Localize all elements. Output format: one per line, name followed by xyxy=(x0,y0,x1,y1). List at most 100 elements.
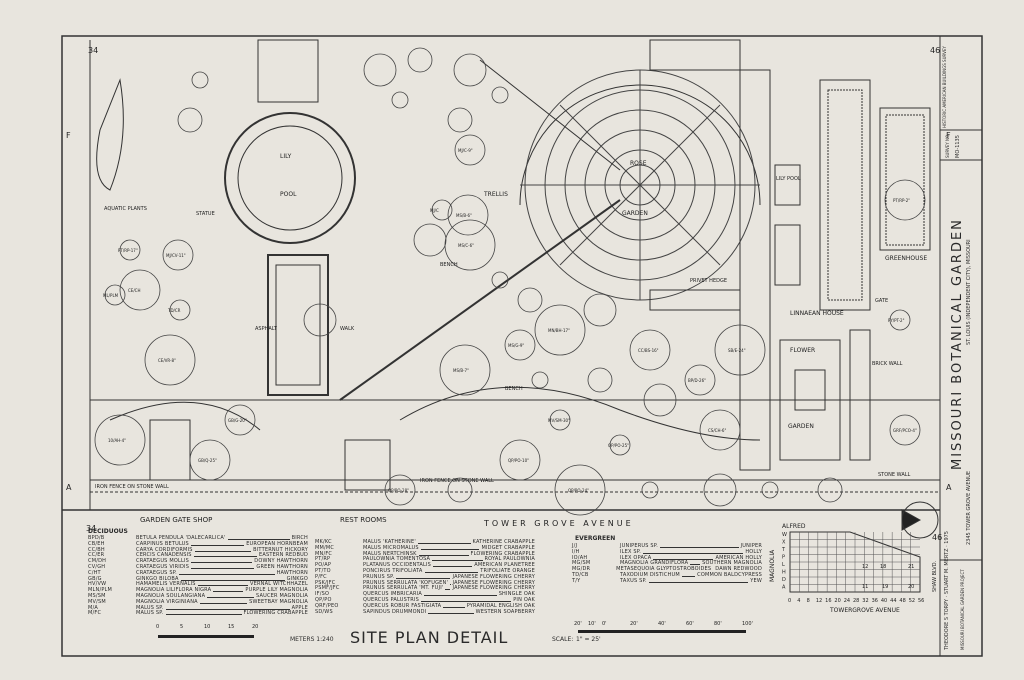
tree-label: 10/AH-4" xyxy=(108,438,126,443)
hedge-bed xyxy=(649,39,741,71)
grid-34-top: 34 xyxy=(88,46,98,55)
key-map-sheet-number: 21 xyxy=(908,564,914,570)
legend-code: CC/BH xyxy=(88,546,105,553)
flower-garden-center xyxy=(794,369,826,411)
tree-symbol xyxy=(119,269,161,311)
tree-label: QP/PO-28" xyxy=(388,488,409,493)
legend-code: IO/AH xyxy=(572,554,588,561)
leader-line xyxy=(207,596,255,600)
tree-label: CE/CH xyxy=(128,288,140,293)
legend-botanical-name: PONCIRUS TRIFOLIATA xyxy=(363,567,423,574)
legend-code: PT/TO xyxy=(315,567,331,574)
tree-label: MS/B-7" xyxy=(453,368,469,373)
legend-code: MS/SM xyxy=(88,592,106,599)
project-address: 2345 TOWER GROVE AVENUE xyxy=(966,470,972,545)
tree-symbol xyxy=(447,477,473,503)
project-title: MISSOURI BOTANICAL GARDEN xyxy=(950,218,965,470)
key-map-col-label: 44 xyxy=(890,598,896,604)
tree-symbol xyxy=(884,179,926,221)
tree-symbol xyxy=(587,367,613,393)
flower-garden-bed xyxy=(779,339,841,461)
tree-symbol xyxy=(407,47,433,73)
tree-symbol xyxy=(453,53,487,87)
legend-code: J/J xyxy=(572,543,578,549)
tree-symbol xyxy=(817,477,843,503)
tree-label: PY/PT-2" xyxy=(888,318,905,323)
reflecting-pool xyxy=(267,254,329,396)
leader-line xyxy=(432,560,483,563)
label-walk: WALK xyxy=(340,326,355,332)
tree-symbol xyxy=(169,299,191,321)
legend-botanical-name: METASEQUOIA GLYPTOSTROBOIDES xyxy=(616,566,712,573)
legend-common-name: SAUCER MAGNOLIA xyxy=(256,592,308,599)
legend-botanical-name: CRATAEGUS SP. xyxy=(136,569,177,576)
diagonal-walk xyxy=(479,59,621,171)
tree-label: MV/SM-30" xyxy=(548,418,570,423)
legend-common-name: YEW xyxy=(750,577,762,584)
tree-symbol xyxy=(454,134,486,166)
leader-line xyxy=(180,579,285,583)
grid-46-top: 46 xyxy=(930,46,940,55)
delineator: THEODORE S TORPY · STUART M. MERTZ · 197… xyxy=(944,531,950,650)
legend-code: I/H xyxy=(572,548,580,555)
label-greenhouse: GREENHOUSE xyxy=(885,255,927,262)
tree-symbol xyxy=(104,284,126,306)
key-map-col-label: 28 xyxy=(853,598,859,604)
tree-label: CE/VR-8" xyxy=(158,358,176,363)
label-flower-garden: GARDEN xyxy=(788,423,814,430)
legend-code: PO/AP xyxy=(315,562,332,569)
grid-34-bottom: 34 xyxy=(86,524,96,533)
metric-scale-tick: 20 xyxy=(252,624,258,630)
feet-scale-tick: 10' xyxy=(588,621,596,627)
label-trellis: TRELLIS xyxy=(483,191,508,198)
tree-label: MJ/C xyxy=(430,208,439,213)
label-linnaean-house: LINNAEAN HOUSE xyxy=(790,310,844,317)
legend-botanical-name: MALUS NERTCHINSK xyxy=(363,550,417,557)
tree-symbol xyxy=(144,334,196,386)
tree-symbol xyxy=(119,239,141,261)
grid-f-left: F xyxy=(66,131,71,140)
key-map-sheet-number: 20 xyxy=(908,584,914,590)
legend-botanical-name: PRUNUS SP. xyxy=(363,573,395,580)
legend-code: IF/SO xyxy=(315,591,330,598)
key-map-col-label: 12 xyxy=(816,598,822,604)
tree-symbol xyxy=(384,474,416,506)
leader-line xyxy=(178,573,275,577)
leader-line xyxy=(420,548,480,552)
legend-common-name: HOLLY xyxy=(745,548,762,555)
key-map-col-label: 40 xyxy=(881,598,887,604)
survey-name: HISTORIC AMERICAN BUILDINGS SURVEY xyxy=(942,46,947,128)
legend-code: MK/KC xyxy=(315,539,332,545)
tree-symbol xyxy=(714,324,766,376)
legend-code: SD/WS xyxy=(315,608,333,615)
legend-common-name: BITTERNUT HICKORY xyxy=(253,546,308,553)
metric-scale-tick: 10 xyxy=(204,624,210,630)
tree-symbol xyxy=(889,414,921,446)
tree-label: GB/G-20" xyxy=(228,418,247,423)
legend-code: M/A xyxy=(88,604,99,611)
label-rest-rooms: REST ROOMS xyxy=(340,516,387,524)
legend-common-name: WESTERN SOAPBERRY xyxy=(475,608,535,615)
tree-label: QP/PO-10" xyxy=(508,458,529,463)
project-location: ST. LOUIS (INDEPENDENT CITY), MISSOURI xyxy=(966,239,972,345)
legend-code: TD/CB xyxy=(572,571,589,578)
tree-symbol xyxy=(643,383,677,417)
grid-46-bottom: 46 xyxy=(932,533,942,542)
legend-botanical-name: MAGNOLIA GRANDIFLORA xyxy=(620,560,689,567)
key-map-row-label: H xyxy=(782,570,786,576)
legend-code: GB/G xyxy=(88,575,102,582)
survey-no-label: SURVEY NO. xyxy=(945,133,950,158)
tree-label: MN/BH-17" xyxy=(548,328,570,333)
key-map-col-label: 16 xyxy=(825,598,831,604)
drawing-title: SITE PLAN DETAIL xyxy=(350,628,509,647)
key-map-col-label: 32 xyxy=(862,598,868,604)
